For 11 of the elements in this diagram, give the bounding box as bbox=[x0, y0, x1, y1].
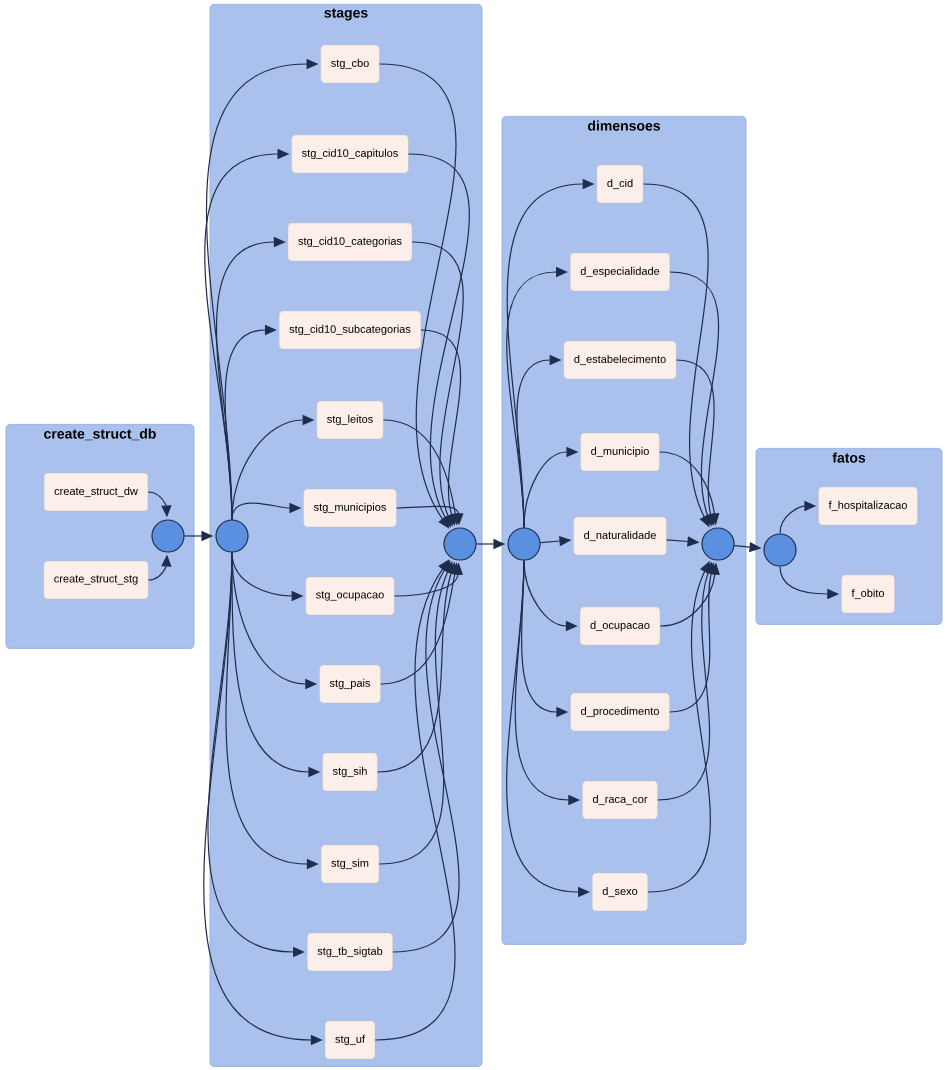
arrow bbox=[378, 561, 453, 865]
join-circle bbox=[507, 527, 541, 561]
arrow bbox=[378, 63, 457, 529]
arrow bbox=[411, 241, 464, 527]
join-circle bbox=[701, 527, 735, 561]
join-circle bbox=[763, 533, 797, 567]
join-circle bbox=[443, 527, 477, 561]
arrow bbox=[675, 359, 716, 526]
join-circle bbox=[151, 519, 185, 553]
arrow bbox=[374, 559, 456, 1041]
join-circle bbox=[215, 519, 249, 553]
